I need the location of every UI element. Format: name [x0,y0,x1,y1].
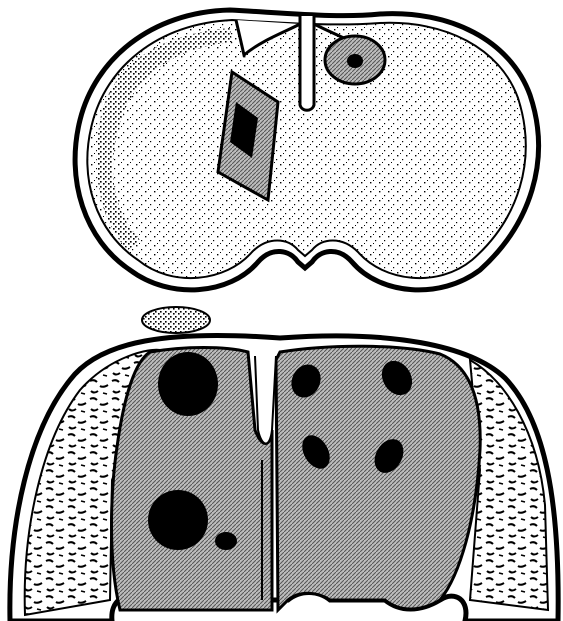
lower-section [10,307,558,621]
upper-midline-fissure [300,16,314,110]
upper-round-lesion-core [347,54,363,68]
nodule-left-lower-small [215,532,237,550]
lower-midline-fissure [255,356,276,444]
upper-section [75,10,538,290]
nodule-left-lower [148,490,208,550]
lower-top-blob [142,307,210,333]
lower-right-cortex [470,360,548,610]
upper-round-lesion [325,36,385,84]
nodule-left-upper [158,352,218,416]
